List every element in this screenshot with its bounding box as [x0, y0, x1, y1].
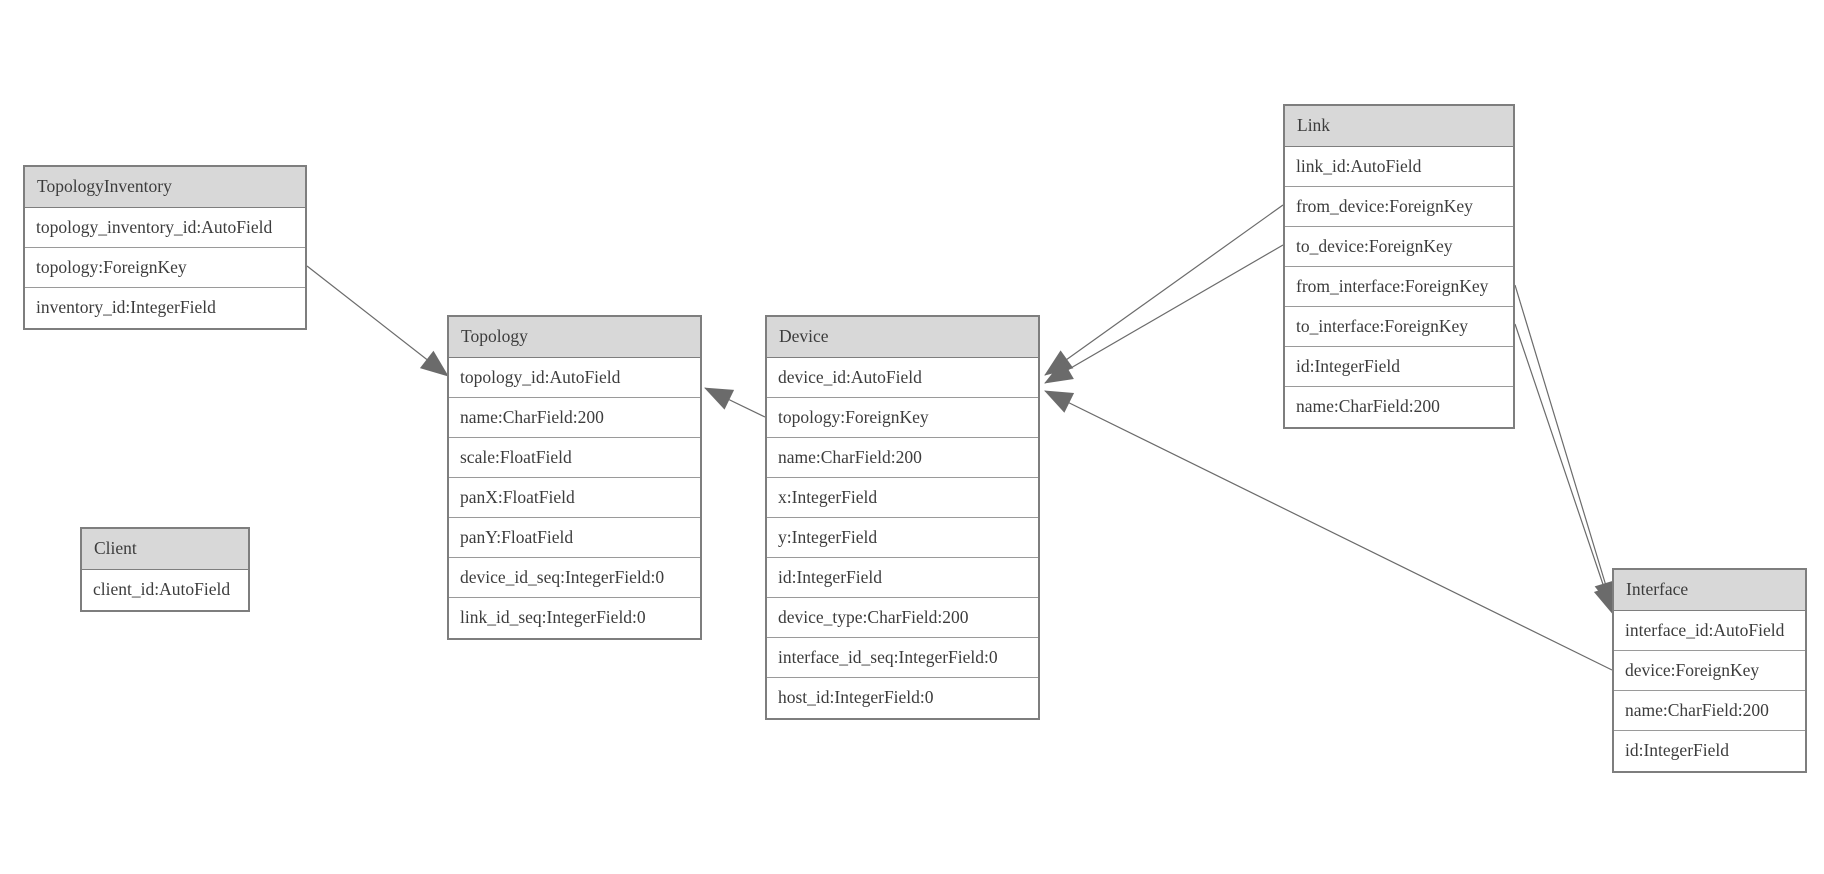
field-row: topology_id:AutoField	[449, 358, 700, 398]
entity-title: TopologyInventory	[25, 167, 305, 208]
field-row: inventory_id:IntegerField	[25, 288, 305, 328]
entity-title: Link	[1285, 106, 1513, 147]
field-row: scale:FloatField	[449, 438, 700, 478]
field-row: client_id:AutoField	[82, 570, 248, 610]
field-row: interface_id:AutoField	[1614, 611, 1805, 651]
field-row: device_type:CharField:200	[767, 598, 1038, 638]
edge-link-from-interface	[1514, 284, 1616, 610]
edge-topologyinventory-topology	[306, 265, 449, 377]
field-row: panX:FloatField	[449, 478, 700, 518]
field-row: interface_id_seq:IntegerField:0	[767, 638, 1038, 678]
field-row: id:IntegerField	[1285, 347, 1513, 387]
entity-title: Client	[82, 529, 248, 570]
field-row: panY:FloatField	[449, 518, 700, 558]
field-row: name:CharField:200	[1614, 691, 1805, 731]
field-row: from_interface:ForeignKey	[1285, 267, 1513, 307]
edge-interface-device	[1044, 390, 1613, 671]
entity-title: Device	[767, 317, 1038, 358]
field-row: host_id:IntegerField:0	[767, 678, 1038, 718]
field-row: name:CharField:200	[1285, 387, 1513, 427]
field-row: link_id:AutoField	[1285, 147, 1513, 187]
field-row: x:IntegerField	[767, 478, 1038, 518]
edge-device-topology	[704, 387, 766, 418]
field-row: device_id:AutoField	[767, 358, 1038, 398]
edge-link-to-device	[1044, 244, 1284, 384]
edge-link-from-device	[1044, 204, 1284, 376]
field-row: link_id_seq:IntegerField:0	[449, 598, 700, 638]
field-row: device:ForeignKey	[1614, 651, 1805, 691]
entity-title: Interface	[1614, 570, 1805, 611]
field-row: to_device:ForeignKey	[1285, 227, 1513, 267]
field-row: name:CharField:200	[767, 438, 1038, 478]
field-row: to_interface:ForeignKey	[1285, 307, 1513, 347]
field-row: name:CharField:200	[449, 398, 700, 438]
field-row: topology:ForeignKey	[25, 248, 305, 288]
field-row: topology:ForeignKey	[767, 398, 1038, 438]
field-row: id:IntegerField	[767, 558, 1038, 598]
field-row: y:IntegerField	[767, 518, 1038, 558]
field-row: id:IntegerField	[1614, 731, 1805, 771]
field-row: device_id_seq:IntegerField:0	[449, 558, 700, 598]
field-row: from_device:ForeignKey	[1285, 187, 1513, 227]
field-row: topology_inventory_id:AutoField	[25, 208, 305, 248]
edge-link-to-interface	[1514, 323, 1615, 615]
entity-title: Topology	[449, 317, 700, 358]
